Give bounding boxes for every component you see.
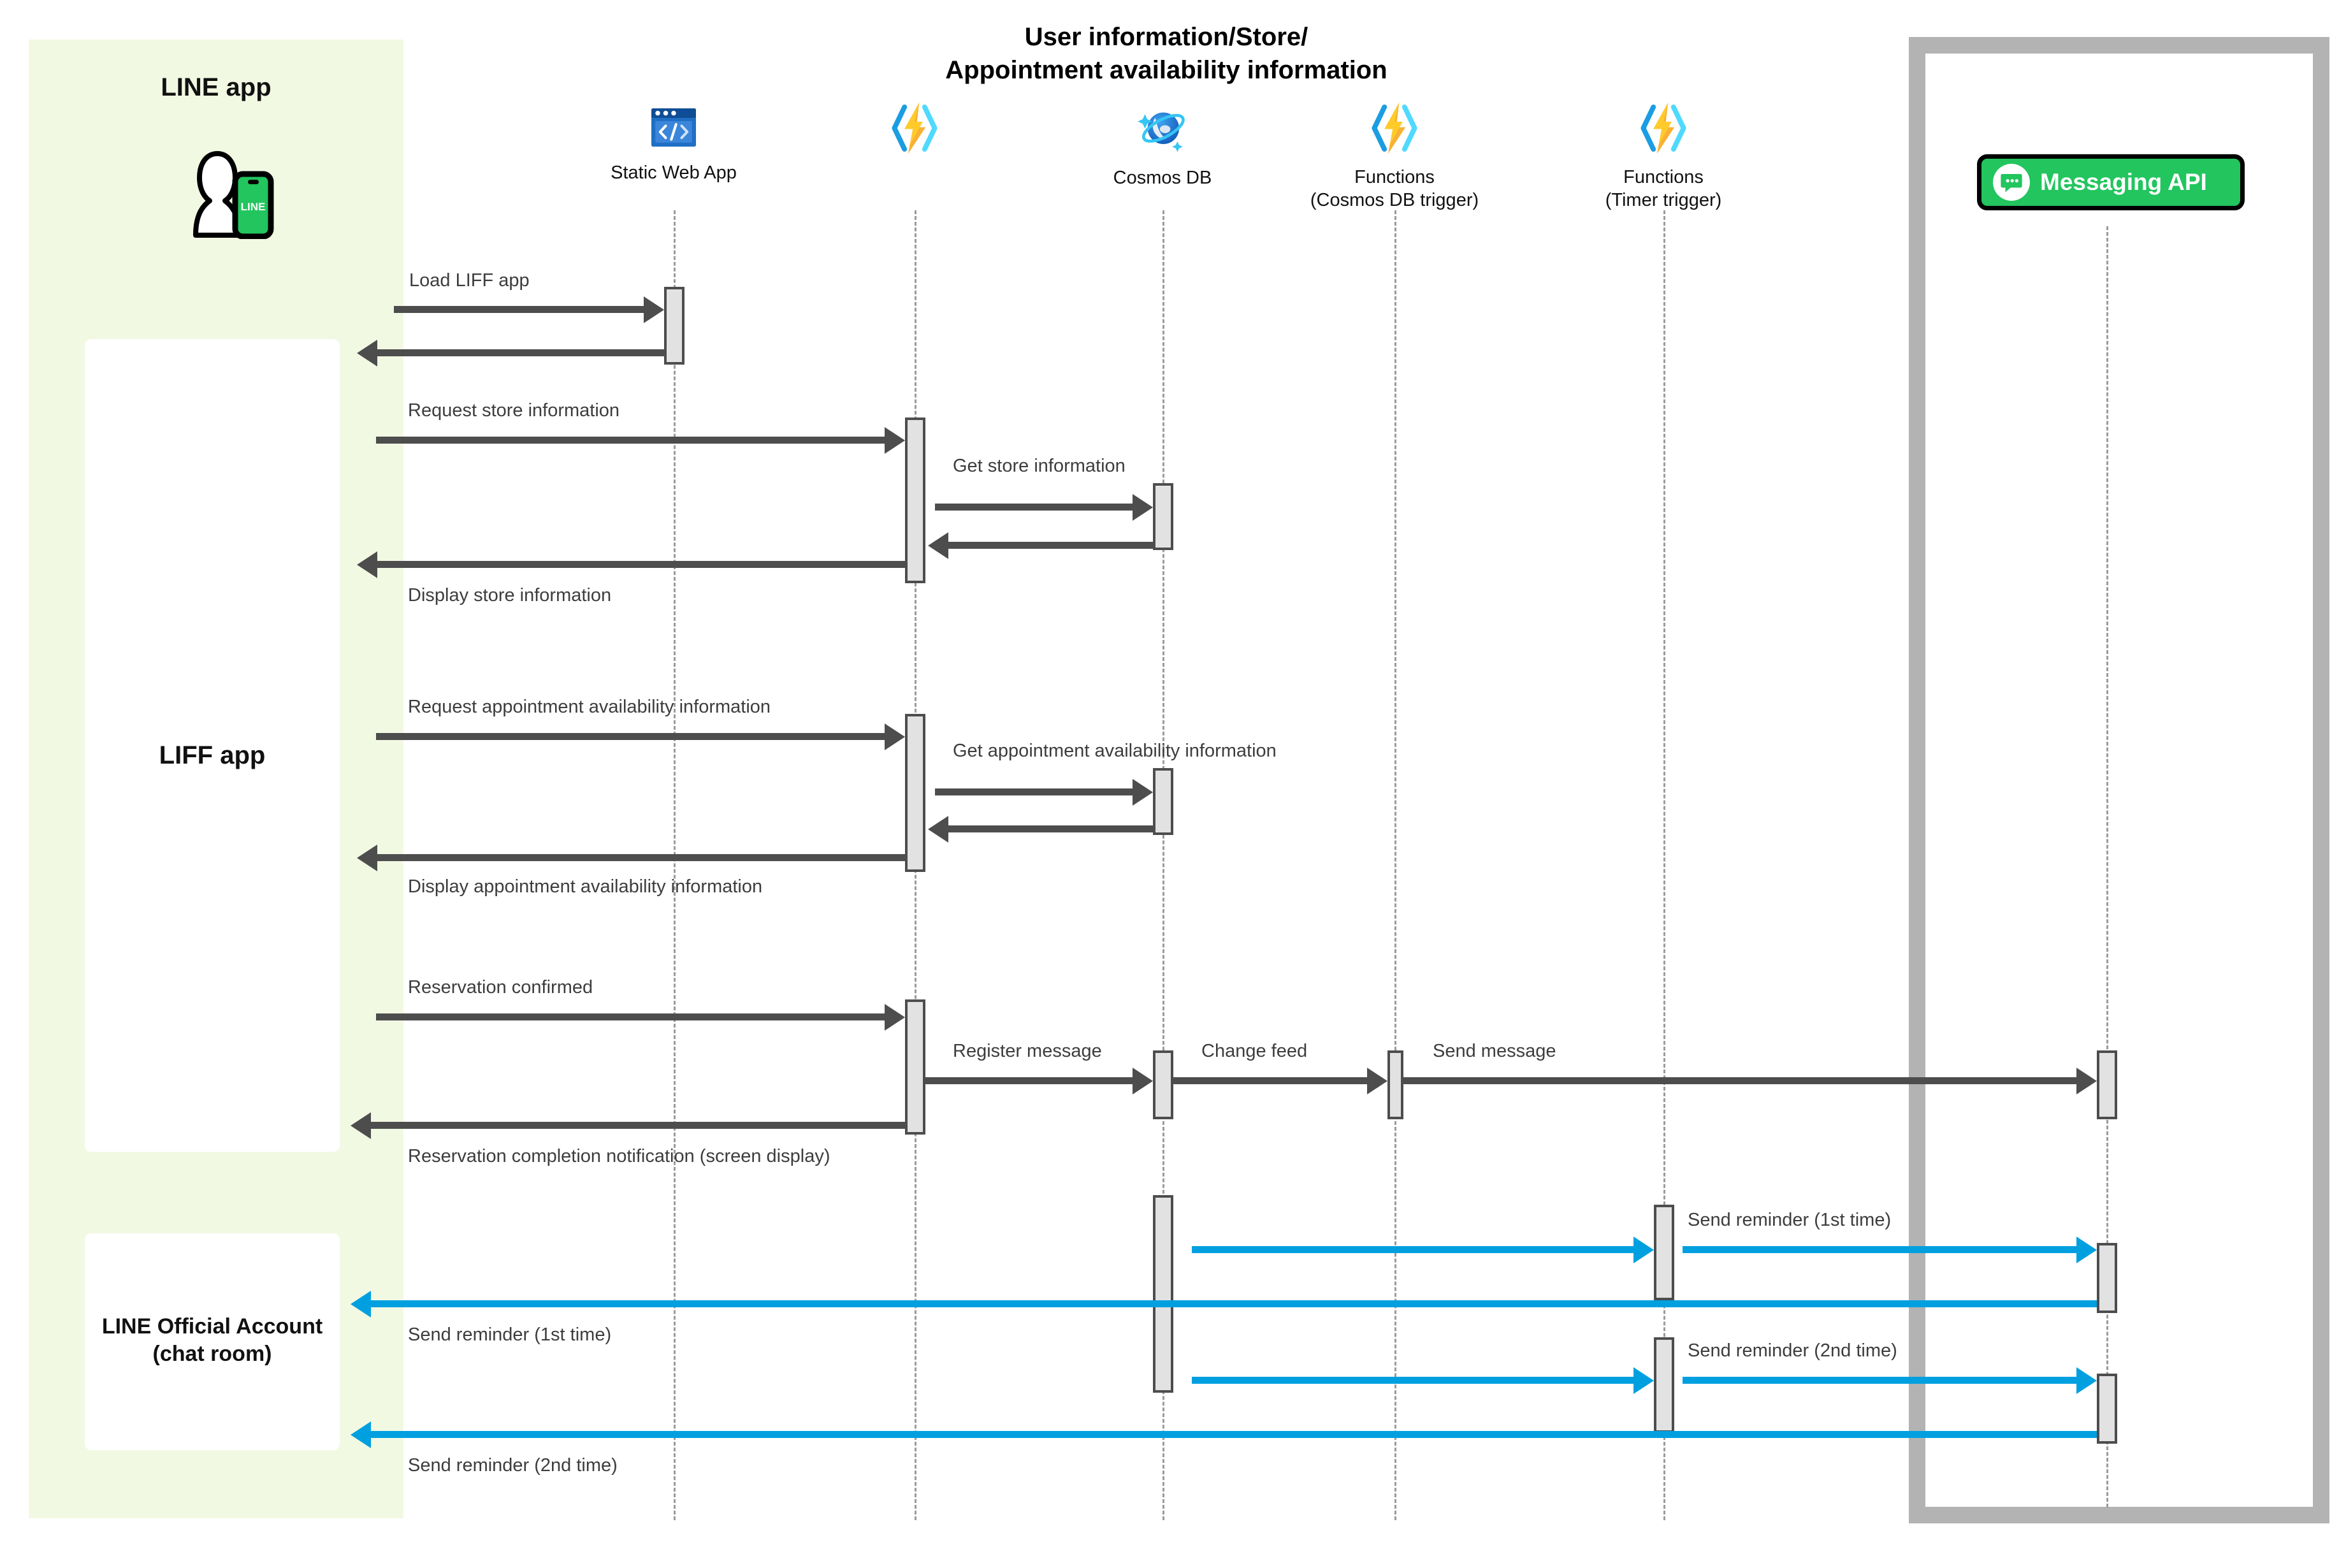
message-label-reservation-completion-notification: Reservation completion notification (scr…	[408, 1146, 830, 1166]
lifeline-functions-timer-trigger	[1663, 210, 1665, 1520]
diagram-title-line1: User information/Store/	[1024, 23, 1308, 51]
participant-label-cosmos-db: Cosmos DB	[1113, 168, 1212, 188]
participant-static-web-app: Static Web App	[553, 102, 795, 184]
activation-functions-timer-reminder-1	[1654, 1205, 1674, 1300]
lifeline-cosmos-db	[1162, 210, 1164, 1520]
diagram-title: User information/Store/ Appointment avai…	[822, 20, 1510, 87]
message-label-display-appointment-availability: Display appointment availability informa…	[408, 876, 763, 897]
message-label-send-message: Send message	[1433, 1041, 1556, 1061]
message-label-load-liff-app: Load LIFF app	[409, 270, 530, 291]
svg-text:LINE: LINE	[241, 201, 266, 213]
line-official-account-label: LINE Official Account (chat room)	[85, 1313, 340, 1367]
message-label-get-store-information: Get store information	[953, 456, 1126, 476]
participant-cosmos-db: Cosmos DB	[1048, 102, 1277, 189]
activation-cosmos-db-availability	[1153, 768, 1173, 835]
message-label-request-appointment-availability: Request appointment availability informa…	[408, 697, 771, 717]
messaging-api-badge-label: Messaging API	[2040, 169, 2207, 195]
liff-app-label: LIFF app	[159, 741, 266, 769]
activation-functions-api-availability	[905, 714, 925, 872]
line-user-icon: LINE	[193, 151, 274, 239]
message-label-send-reminder-1st-to-chat: Send reminder (1st time)	[408, 1325, 612, 1345]
activation-functions-cosmos-trigger-changefeed	[1387, 1050, 1403, 1119]
message-label-send-reminder-2nd-to-api: Send reminder (2nd time)	[1688, 1340, 1897, 1361]
azure-functions-icon	[1372, 102, 1417, 154]
messaging-api-frame	[1909, 37, 2329, 1523]
message-label-register-message: Register message	[953, 1041, 1102, 1061]
liff-app-card	[85, 339, 340, 1152]
messaging-api-badge[interactable]: Messaging API	[1977, 154, 2245, 210]
activation-messaging-api-reminder-1	[2097, 1243, 2117, 1313]
chat-label-line2: (chat room)	[152, 1341, 272, 1366]
chat-room-card	[85, 1233, 340, 1450]
participant-label-functions-timer-trigger: Functions (Timer trigger)	[1605, 167, 1722, 211]
chat-label-line1: LINE Official Account	[101, 1314, 323, 1339]
participant-label-static-web-app: Static Web App	[611, 163, 737, 183]
participant-functions-cosmos-trigger: Functions (Cosmos DB trigger)	[1280, 99, 1509, 212]
message-label-send-reminder-1st-to-api: Send reminder (1st time)	[1688, 1210, 1892, 1230]
activation-cosmos-db-register	[1153, 1050, 1173, 1119]
activation-functions-timer-reminder-2	[1654, 1337, 1674, 1433]
lifeline-static-web-app	[674, 210, 676, 1520]
message-label-change-feed: Change feed	[1201, 1041, 1308, 1061]
activation-messaging-api-reminder-2	[2097, 1374, 2117, 1444]
activation-functions-api-store	[905, 417, 925, 583]
line-app-label: LINE app	[161, 73, 272, 101]
azure-functions-icon	[1640, 102, 1686, 154]
message-label-request-store-information: Request store information	[408, 400, 620, 421]
lifeline-functions-cosmos-trigger	[1394, 210, 1396, 1520]
message-label-reservation-confirmed: Reservation confirmed	[408, 977, 593, 998]
activation-cosmos-db-reminders	[1153, 1195, 1173, 1393]
message-label-display-store-information: Display store information	[408, 585, 612, 606]
message-label-send-reminder-2nd-to-chat: Send reminder (2nd time)	[408, 1455, 618, 1476]
lifeline-messaging-api	[2106, 226, 2108, 1507]
participant-functions-timer-trigger: Functions (Timer trigger)	[1549, 99, 1778, 212]
message-label-get-appointment-availability: Get appointment availability information	[953, 741, 1277, 761]
participant-label-functions-cosmos-trigger: Functions (Cosmos DB trigger)	[1310, 167, 1479, 211]
diagram-title-line2: Appointment availability information	[945, 56, 1387, 84]
activation-static-web-app-load	[664, 287, 684, 365]
activation-messaging-api-send	[2097, 1050, 2117, 1119]
chat-bubble-icon	[1993, 164, 2030, 201]
participant-functions-api	[800, 99, 1029, 166]
static-web-app-icon	[651, 108, 696, 147]
activation-functions-api-reservation	[905, 999, 925, 1135]
activation-cosmos-db-store	[1153, 483, 1173, 550]
cosmos-db-icon	[1138, 112, 1185, 152]
azure-functions-icon	[892, 102, 938, 154]
